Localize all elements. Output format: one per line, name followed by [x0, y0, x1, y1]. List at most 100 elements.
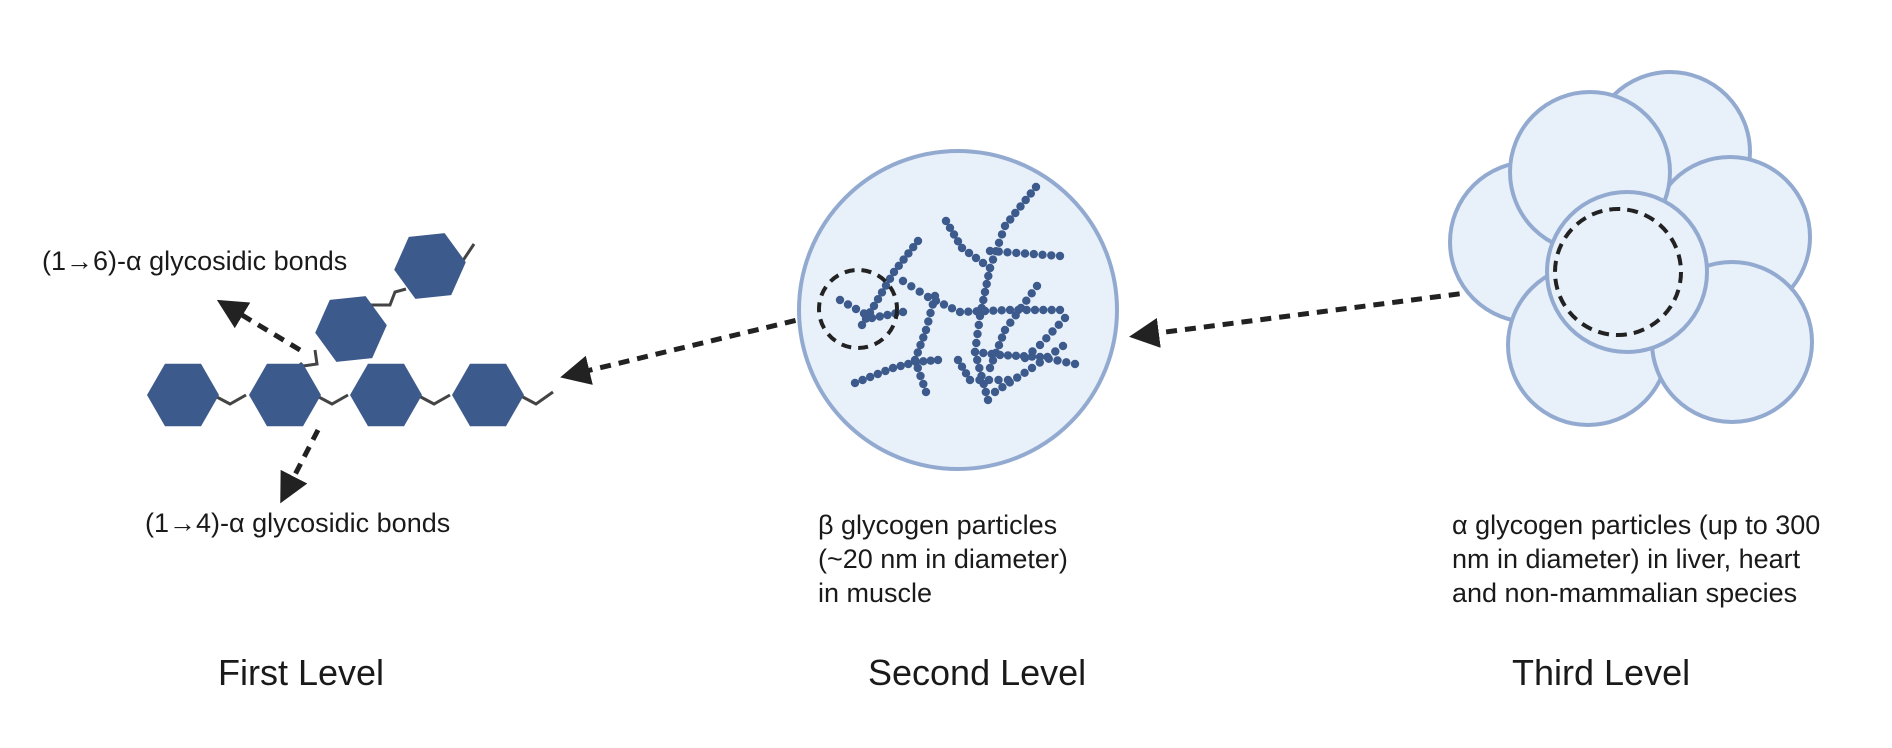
glucose-dot [926, 308, 935, 318]
glucose-dot [1020, 249, 1030, 258]
glucose-dot [973, 329, 982, 339]
glucose-dot [924, 317, 933, 326]
glucose-dot [975, 375, 984, 385]
glucose-dot [933, 355, 943, 365]
glucose-dot [1031, 182, 1041, 192]
glucose-dot [945, 223, 955, 232]
glucose-dot [1070, 359, 1080, 369]
glucose-hexagon [249, 363, 321, 427]
glucose-hexagon [350, 363, 422, 427]
glycosidic-bond-line [314, 393, 349, 406]
glucose-dot [888, 363, 898, 373]
first-level-label: First Level [218, 652, 385, 693]
glucose-dot [988, 356, 998, 365]
bond-1-4-label: (1→4)-α glycosidic bonds [145, 508, 451, 538]
glucose-dot [921, 325, 931, 335]
glucose-hexagon [452, 363, 524, 427]
glucose-dot [859, 309, 869, 318]
glucose-dot [916, 340, 925, 350]
glucose-dot [928, 300, 937, 309]
glucose-dot [1038, 250, 1047, 259]
glucose-dot [1016, 202, 1025, 211]
third-level-label: Third Level [1512, 652, 1691, 693]
glucose-dot [1005, 305, 1015, 315]
glycosidic-bond-line [370, 287, 407, 307]
alpha-zoom-circle [1553, 207, 1683, 337]
glucose-dot [911, 357, 921, 367]
glucose-dot [957, 362, 967, 371]
glucose-dot [970, 347, 980, 357]
glucose-dot [873, 295, 883, 304]
arrow-to-1-6-bond-label [216, 299, 302, 353]
glucose-dot [899, 255, 908, 264]
beta-glycogen-particle [797, 149, 1119, 471]
glucose-dot [835, 295, 845, 305]
glucose-dot [898, 307, 908, 317]
glucose-dot [1013, 373, 1022, 382]
glucose-dot [965, 375, 975, 385]
second-level-label: Second Level [868, 652, 1087, 693]
glucose-dot [1006, 318, 1015, 327]
glucose-dot [989, 306, 998, 315]
glucose-dot [980, 306, 990, 316]
glucose-dot [990, 387, 1000, 397]
glucose-dot [1062, 358, 1071, 367]
glycosidic-bond-line [298, 349, 319, 368]
glucose-dot [867, 313, 877, 323]
glucose-dot [1003, 248, 1012, 257]
beta-zoom-circle [817, 268, 899, 350]
glucose-dot [1039, 305, 1048, 315]
glucose-dot [961, 369, 971, 378]
glucose-dot [998, 383, 1007, 392]
glucose-dot [894, 261, 903, 270]
glucose-dot [843, 300, 853, 309]
glucose-dot [1020, 368, 1029, 377]
glucose-dot [885, 274, 895, 283]
glucose-dot [898, 276, 908, 286]
glucose-dot [1055, 251, 1065, 261]
glucose-chain [147, 233, 554, 427]
bond-1-6-label: (1→6)-α glycosidic bonds [42, 246, 348, 276]
glucose-dot [988, 255, 998, 264]
glucose-dot [930, 291, 940, 301]
glucose-dot [1005, 378, 1014, 387]
glucose-dot [974, 320, 983, 330]
glucose-dot [984, 375, 994, 385]
glucose-dot [1011, 208, 1020, 218]
alpha-glycogen-particle [1448, 70, 1814, 427]
glycosidic-bond-line [416, 393, 451, 406]
glucose-dot [850, 378, 860, 388]
glucose-dot [919, 333, 928, 342]
glucose-dot [978, 258, 988, 268]
glucose-dot [1047, 251, 1056, 260]
glucose-dot [994, 247, 1003, 256]
glucose-dot [941, 216, 951, 226]
glucose-dot [1028, 347, 1037, 356]
glucose-dot [953, 355, 963, 365]
glucose-dot [1043, 352, 1052, 362]
glucose-dot [949, 230, 959, 239]
glucose-dot [896, 361, 905, 371]
glucose-dot [997, 333, 1007, 342]
glucose-dot [982, 279, 991, 289]
glycosidic-bond-line [212, 393, 247, 406]
glucose-hexagon [315, 296, 387, 362]
glucose-dot [997, 230, 1007, 239]
arrow-second-to-first-level [560, 313, 815, 385]
glucose-dot [1051, 347, 1060, 356]
glucose-dot [964, 307, 973, 316]
glucose-dot [1035, 358, 1045, 367]
glucose-dot [913, 348, 922, 357]
glucose-dot [1021, 195, 1030, 205]
glucose-dot [953, 237, 963, 246]
glucose-dot [979, 295, 988, 305]
glucose-dot [1003, 351, 1013, 360]
glucose-dot [1000, 325, 1010, 335]
glucose-dot [985, 363, 995, 373]
glucose-dot [997, 306, 1006, 315]
glucose-dot [915, 287, 924, 296]
glucose-dot [1012, 248, 1021, 258]
arrow-to-1-4-bond-label [280, 428, 321, 504]
